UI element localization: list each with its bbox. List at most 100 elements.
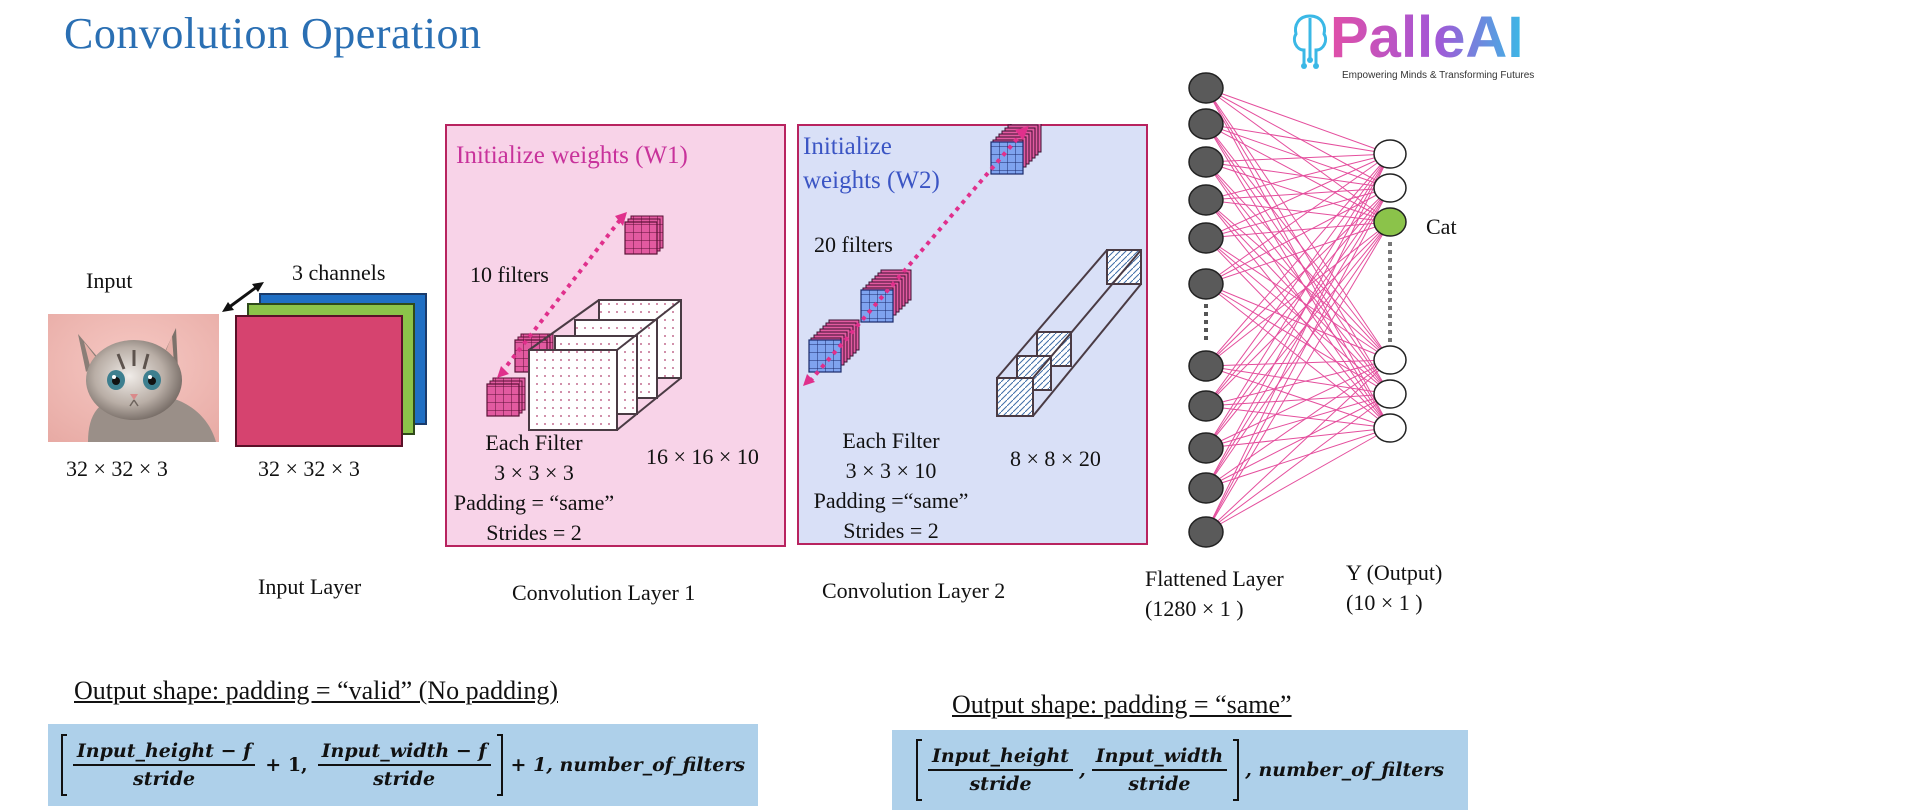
conv2-weights-label: Initialize weights (W2) [803,130,940,198]
output-node-cat [1373,207,1407,237]
floor-bracket-right [496,734,503,796]
input-layer-shape: 32 × 32 × 3 [258,456,360,481]
width-fraction: Input_width stride [1091,745,1228,795]
plus-one: + 1, [265,754,308,776]
network-edge [1205,123,1391,395]
conv1-filter-top [624,215,664,255]
conv2-output-shape: 8 × 8 × 20 [1010,446,1101,471]
conv2-spec-line: Each Filter [842,428,940,453]
conv1-weights-label: Initialize weights (W1) [456,142,688,169]
network-edge [1205,359,1391,533]
comma: , [1079,759,1086,781]
input-layer-channels [235,293,427,447]
flattened-node [1188,268,1224,300]
flattened-node [1188,350,1224,382]
conv2-caption: Convolution Layer 2 [822,578,1006,603]
width-fraction: Input_width − f stride [317,740,491,790]
channel-red [235,315,403,447]
network-edge [1205,161,1391,395]
valid-formula: Input_height − f stride + 1, Input_width… [48,724,758,806]
output-class-label: Cat [1426,214,1457,239]
conv2-diagram [803,124,1142,417]
network-edge [1205,123,1391,429]
height-numerator: Input_height − f [72,740,256,766]
network-edge [1205,87,1391,429]
conv2-filter-bottom [808,319,860,373]
network-edge [1205,123,1391,155]
network-edge [1205,221,1391,533]
network-edge [1205,87,1391,395]
input-shape: 32 × 32 × 3 [66,456,168,481]
height-fraction: Input_height stride [927,745,1074,795]
network-edge [1205,123,1391,223]
network-edge [1205,237,1391,361]
channels-label: 3 channels [292,260,386,285]
conv1-diagram [486,212,682,431]
network-edge [1205,153,1391,239]
conv1-output-volume [528,299,682,431]
logo: PalleAI Empowering Minds & Transforming … [1290,5,1534,86]
conv1-spec-line: Each Filter [485,430,583,455]
output-nodes [1373,139,1407,443]
network-edge [1205,123,1391,189]
ceil-bracket-right [1233,739,1240,801]
width-denominator: stride [373,768,436,790]
conv1-spec-line: 3 × 3 × 3 [494,460,574,485]
kitten-photo [48,314,219,442]
network-edge [1205,187,1391,533]
network-edge [1205,283,1391,395]
conv1-output-shape: 16 × 16 × 10 [646,444,759,469]
flattened-node [1188,184,1224,216]
height-fraction: Input_height − f stride [72,740,256,790]
network-edge [1205,87,1391,223]
network-edge [1205,123,1391,361]
network-edge [1205,161,1391,361]
valid-formula-tail: + 1, number_of_filters [510,754,746,776]
conv2-spec-line: Strides = 2 [843,518,939,543]
network-edge [1205,87,1391,155]
brain-circuit-icon [1292,14,1328,69]
flattened-node [1188,432,1224,464]
output-node [1373,139,1407,169]
conv2-spec-line: Padding =“same” [813,488,969,513]
network-edge [1205,393,1391,489]
conv2-filter-top [990,124,1042,175]
flatten-caption: Flattened Layer (1280 × 1 ) [1145,564,1284,624]
conv1-filter-bottom [486,377,526,417]
network-edge [1205,161,1391,223]
logo-tagline: Empowering Minds & Transforming Futures [1342,70,1535,81]
network-edge [1205,221,1391,407]
network-edge [1205,187,1391,449]
height-numerator: Input_height [927,745,1074,771]
output-node [1373,379,1407,409]
network-edge [1205,87,1391,361]
conv2-filters-label: 20 filters [814,232,893,257]
network-edge [1205,161,1391,189]
flattened-node [1188,516,1224,548]
conv2-filter-mid [860,269,912,323]
network-edge [1205,365,1391,429]
height-denominator: stride [969,773,1032,795]
network-edge [1205,393,1391,449]
conv2-filter-spec: Each Filter 3 × 3 × 10 Padding =“same” S… [796,426,986,546]
network-edge [1205,283,1391,429]
input-label: Input [86,268,133,293]
network-edge [1205,359,1391,367]
network-edge [1205,427,1391,489]
output-node [1373,413,1407,443]
network-edge [1205,221,1391,367]
network-edge [1205,87,1391,189]
conv1-spec-line: Padding = “same” [453,490,615,515]
output-caption-line2: (10 × 1 ) [1346,590,1423,615]
ceil-bracket-left [915,739,922,801]
flatten-caption-line2: (1280 × 1 ) [1145,596,1244,621]
conv1-filters-label: 10 filters [470,262,549,287]
conv2-weights-line1: Initialize [803,133,892,160]
network-edge [1205,393,1391,533]
output-node [1373,345,1407,375]
width-numerator: Input_width [1091,745,1228,771]
network-edge [1205,153,1391,407]
width-denominator: stride [1128,773,1191,795]
conv2-output-volume [996,249,1142,417]
conv1-filter-spec: Each Filter 3 × 3 × 3 Padding = “same” S… [444,428,624,548]
